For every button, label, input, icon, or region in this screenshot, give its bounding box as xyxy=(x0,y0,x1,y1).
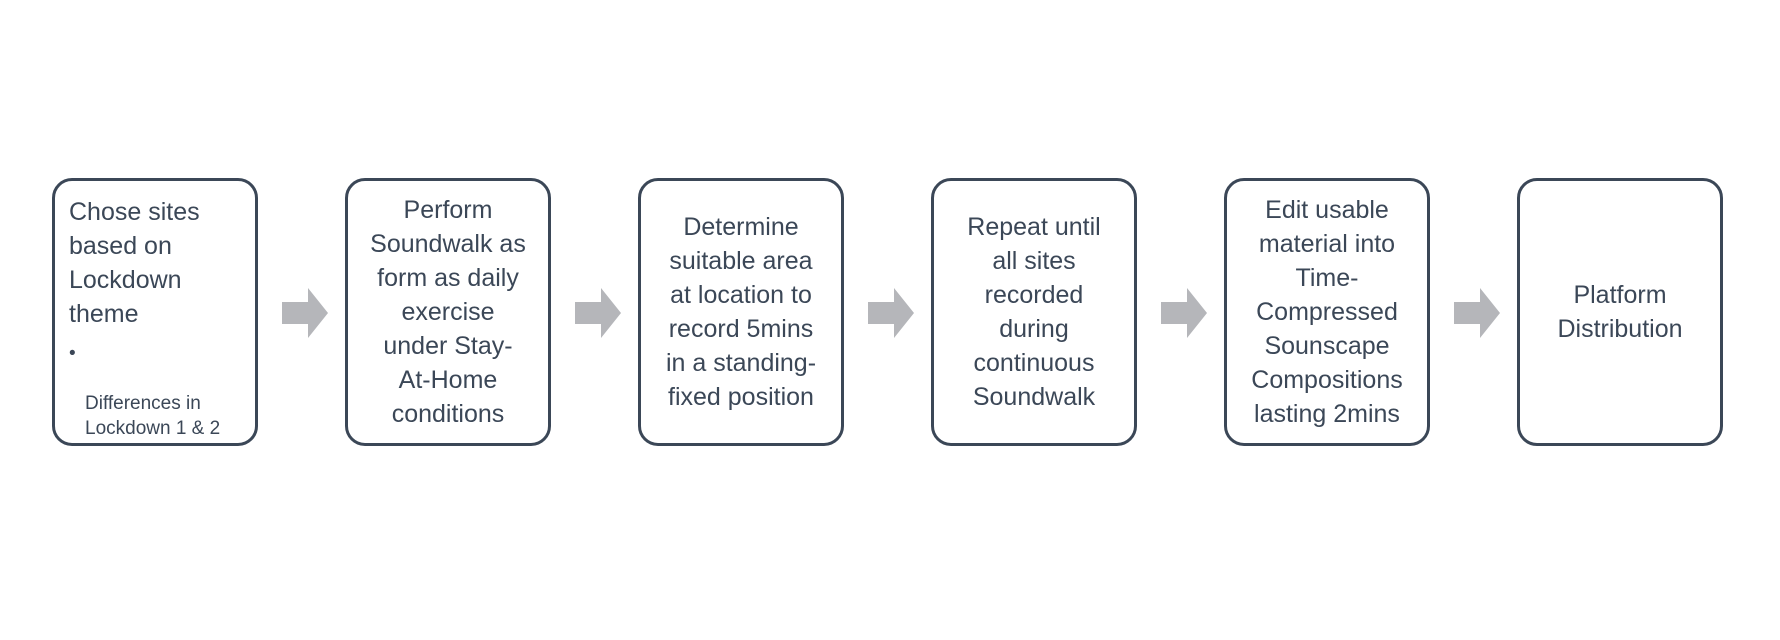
arrow-right-icon xyxy=(868,288,914,338)
step-1-sub-item: • Differences in Lockdown 1 & 2 xyxy=(69,341,245,441)
step-2-label: Perform Soundwalk as form as daily exerc… xyxy=(370,196,526,428)
step-6-box: Platform Distribution xyxy=(1517,178,1723,446)
step-6-label: Platform Distribution xyxy=(1557,281,1683,343)
arrow-right-icon xyxy=(575,288,621,338)
step-5-box: Edit usable material into Time- Compress… xyxy=(1224,178,1430,446)
arrow-right-icon xyxy=(1454,288,1500,338)
arrow-right-icon xyxy=(1161,288,1207,338)
arrow-right-icon xyxy=(282,288,328,338)
bullet-icon: • xyxy=(69,343,76,364)
step-1-sub-item-text: Differences in Lockdown 1 & 2 xyxy=(85,393,221,439)
step-5-label: Edit usable material into Time- Compress… xyxy=(1251,196,1403,428)
step-4-label: Repeat until all sites recorded during c… xyxy=(967,213,1101,411)
step-4-box: Repeat until all sites recorded during c… xyxy=(931,178,1137,446)
step-1-sub-list: • Differences in Lockdown 1 & 2 xyxy=(69,341,245,441)
step-2-box: Perform Soundwalk as form as daily exerc… xyxy=(345,178,551,446)
step-1-box: Chose sites based on Lockdown theme • Di… xyxy=(52,178,258,446)
step-3-label: Determine suitable area at location to r… xyxy=(665,213,817,411)
step-3-box: Determine suitable area at location to r… xyxy=(638,178,844,446)
step-1-label: Chose sites based on Lockdown theme xyxy=(69,198,200,328)
